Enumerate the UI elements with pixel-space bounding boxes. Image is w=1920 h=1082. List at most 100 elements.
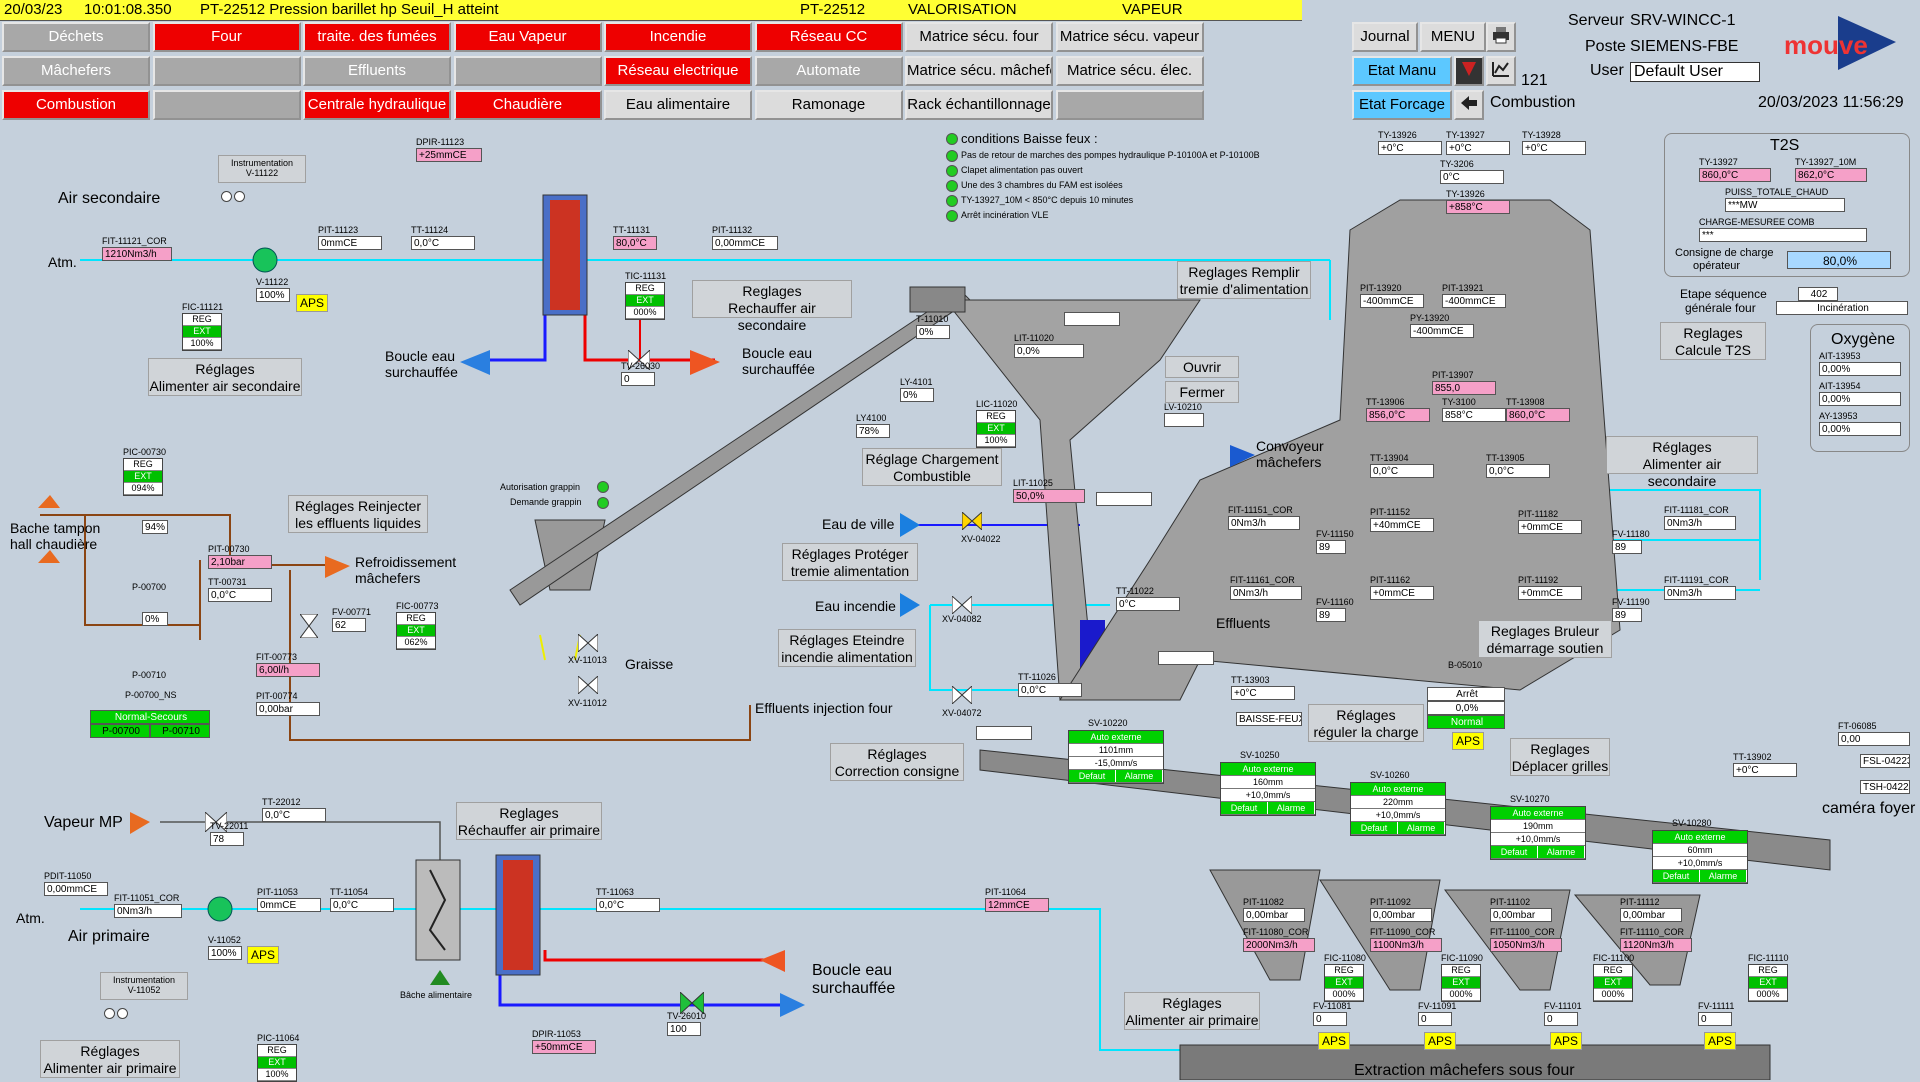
instrument-value[interactable]: +0mmCE <box>1518 586 1582 600</box>
nav-button[interactable]: Combustion <box>2 90 150 120</box>
nav-button[interactable]: Matrice sécu. four <box>905 22 1053 52</box>
instrument-value[interactable]: 0Nm3/h <box>1230 586 1302 600</box>
instrument-value[interactable]: 0% <box>916 325 950 339</box>
nav-button[interactable]: Eau Vapeur <box>453 22 602 52</box>
instrument-value[interactable]: 1100Nm3/h <box>1370 938 1442 952</box>
instrument-value[interactable]: 100% <box>256 288 290 302</box>
instrument-value[interactable]: 0,00 <box>1838 732 1910 746</box>
instrument-value[interactable]: FSL-04223 <box>1860 754 1910 768</box>
instrument-value[interactable]: 0mmCE <box>257 898 321 912</box>
nav-button[interactable]: Automate <box>754 56 903 86</box>
instrument-value[interactable]: 0,00mbar <box>1490 908 1552 922</box>
etat-manu-button[interactable]: Etat Manu <box>1352 56 1452 86</box>
nav-button[interactable]: Matrice sécu. élec. <box>1055 56 1204 86</box>
instrument-value[interactable]: 0 <box>1544 1012 1578 1026</box>
instrument-value[interactable]: 78 <box>210 832 244 846</box>
instrument-value[interactable]: 0mmCE <box>318 236 382 250</box>
instrument-value[interactable] <box>1158 651 1214 665</box>
instrument-value[interactable] <box>1064 312 1120 326</box>
instrument-value[interactable]: 6,00l/h <box>256 663 320 677</box>
instrument-value[interactable]: 0Nm3/h <box>1228 516 1300 530</box>
instrument-value[interactable]: +0°C <box>1733 763 1797 777</box>
xv-04022-valve-icon[interactable] <box>962 512 982 530</box>
instrument-value[interactable]: 0Nm3/h <box>1664 516 1736 530</box>
instrument-value[interactable]: +0°C <box>1231 686 1295 700</box>
alarm-banner[interactable]: 20/03/23 10:01:08.350 PT-22512 Pression … <box>0 0 1302 21</box>
tv-22011-valve-icon[interactable] <box>205 812 227 832</box>
nav-button[interactable]: Rack échantillonnage <box>905 90 1053 120</box>
instrument-value[interactable]: 0 <box>1418 1012 1452 1026</box>
instrument-value[interactable]: 0,00mmCE <box>44 882 108 896</box>
instrument-value[interactable]: 0°C <box>1116 597 1180 611</box>
tv-26010-valve-icon[interactable] <box>680 992 704 1014</box>
fv-00771-valve-icon[interactable] <box>300 614 318 638</box>
instrument-value[interactable]: 0 <box>1698 1012 1732 1026</box>
instrument-value[interactable]: 0,00mbar <box>1620 908 1682 922</box>
back-arrow-icon[interactable] <box>1454 90 1484 120</box>
instrument-value[interactable]: 100 <box>667 1022 701 1036</box>
instrument-value[interactable]: 0,0% <box>1014 344 1084 358</box>
nav-button[interactable]: Mâchefers <box>2 56 150 86</box>
instrument-value[interactable]: +858°C <box>1446 200 1510 214</box>
instrument-value[interactable]: 0,00bar <box>256 702 320 716</box>
instrument-value[interactable]: 855,0 <box>1432 381 1496 395</box>
instrument-value[interactable]: 860,0°C <box>1506 408 1570 422</box>
instrument-value[interactable]: +0°C <box>1446 141 1510 155</box>
instrument-value[interactable]: 0Nm3/h <box>114 904 182 918</box>
instrument-value[interactable]: 2,10bar <box>208 555 272 569</box>
xv-04082-valve-icon[interactable] <box>952 596 972 614</box>
instrument-value[interactable]: 0,00mbar <box>1370 908 1432 922</box>
instrument-value[interactable]: 12mmCE <box>985 898 1049 912</box>
aps-button[interactable]: APS <box>1550 1032 1583 1050</box>
xv-11013-valve-icon[interactable] <box>578 634 598 652</box>
nav-button[interactable]: Matrice sécu. vapeur <box>1055 22 1204 52</box>
instrument-value[interactable]: 856,0°C <box>1366 408 1430 422</box>
aps-button[interactable]: APS <box>247 946 280 964</box>
instrument-value[interactable]: 0,0°C <box>208 588 272 602</box>
instrument-value[interactable]: 0,0°C <box>596 898 660 912</box>
instrument-value[interactable]: -400mmCE <box>1360 294 1424 308</box>
nav-button[interactable]: Matrice sécu. mâchefers <box>905 56 1053 86</box>
instrument-value[interactable]: 0,0°C <box>1370 464 1434 478</box>
nav-button[interactable]: Ramonage <box>754 90 903 120</box>
instrument-value[interactable]: 0Nm3/h <box>1664 586 1736 600</box>
nav-button[interactable] <box>152 56 301 86</box>
ouvrir-button[interactable]: Ouvrir <box>1165 356 1239 378</box>
instrument-value[interactable]: 0,00mbar <box>1243 908 1305 922</box>
instrument-value[interactable] <box>976 726 1032 740</box>
instrument-value[interactable]: 0,0°C <box>262 808 326 822</box>
nav-button[interactable]: Eau alimentaire <box>604 90 752 120</box>
xv-04072-valve-icon[interactable] <box>952 686 972 704</box>
nav-button[interactable] <box>453 56 602 86</box>
instrument-value[interactable]: 1210Nm3/h <box>102 247 172 261</box>
nav-button[interactable]: Centrale hydraulique <box>303 90 451 120</box>
instrument-value[interactable]: 80,0°C <box>613 236 657 250</box>
instrument-value[interactable]: -400mmCE <box>1410 324 1474 338</box>
instrument-value[interactable]: 0,0°C <box>1018 683 1082 697</box>
consigne-value[interactable]: 80,0% <box>1787 251 1891 269</box>
xv-11012-valve-icon[interactable] <box>578 676 598 694</box>
instrument-value[interactable]: 0,0°C <box>330 898 394 912</box>
instrument-value[interactable]: +0mmCE <box>1370 586 1434 600</box>
aps-button[interactable]: APS <box>296 294 329 312</box>
